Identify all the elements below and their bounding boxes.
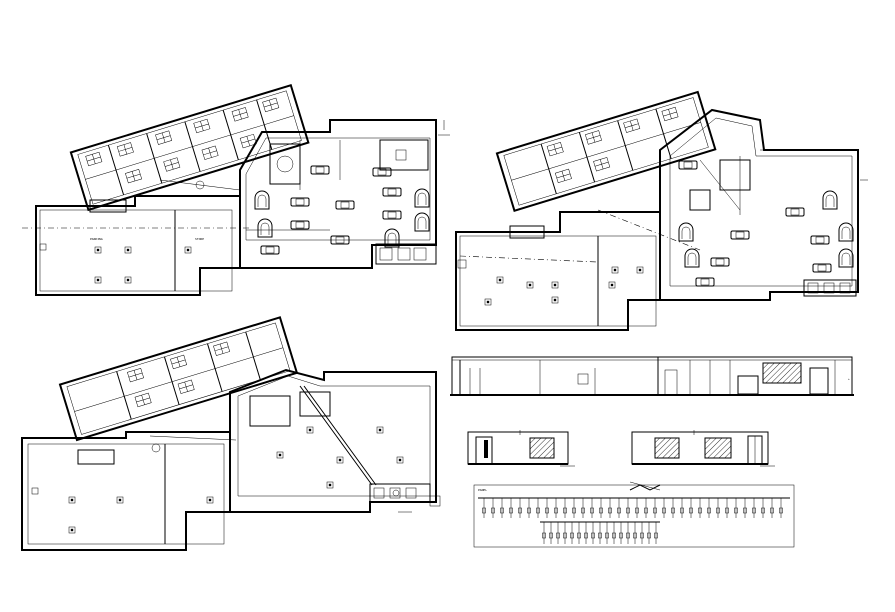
svg-text:PARKING: PARKING: [90, 237, 103, 241]
breaker-symbol: [572, 507, 576, 514]
breaker-symbol: [545, 507, 549, 514]
svg-text:+: +: [848, 377, 850, 381]
breaker-symbol: [542, 532, 546, 539]
breaker-symbol: [591, 532, 595, 539]
breaker-symbol: [527, 507, 531, 514]
breaker-symbol: [577, 532, 581, 539]
floor-plan-top-left: PARKING STORE: [22, 83, 450, 296]
breaker-symbol: [536, 507, 540, 514]
elevation-detail-right: [631, 430, 775, 467]
breaker-symbol: [608, 507, 612, 514]
breaker-symbol: [761, 507, 765, 514]
breaker-symbol: [590, 507, 594, 514]
floor-plan-top-right: [455, 90, 868, 331]
breaker-symbol: [653, 507, 657, 514]
section-elevation: +: [450, 356, 854, 396]
elevation-detail-left: [467, 430, 575, 467]
breaker-symbol: [599, 507, 603, 514]
breaker-symbol: [491, 507, 495, 514]
breaker-symbol: [563, 507, 567, 514]
breaker-symbol: [671, 507, 675, 514]
floor-plan-bottom-left: [21, 316, 441, 551]
breaker-symbol: [752, 507, 756, 514]
breaker-symbol: [779, 507, 783, 514]
breaker-symbol: [570, 532, 574, 539]
breaker-symbol: [707, 507, 711, 514]
breaker-symbol: [619, 532, 623, 539]
breaker-symbol: [584, 532, 588, 539]
breaker-symbol: [581, 507, 585, 514]
breaker-symbol: [626, 532, 630, 539]
breaker-symbol: [654, 532, 658, 539]
breaker-symbol: [743, 507, 747, 514]
breaker-symbol: [680, 507, 684, 514]
breaker-symbol: [734, 507, 738, 514]
breaker-symbol: [482, 507, 486, 514]
breaker-symbol: [633, 532, 637, 539]
breaker-symbol: [509, 507, 513, 514]
breaker-symbol: [554, 507, 558, 514]
breaker-symbol: [770, 507, 774, 514]
breaker-symbol: [617, 507, 621, 514]
breaker-symbol: [598, 532, 602, 539]
breaker-symbol: [698, 507, 702, 514]
breaker-symbol: [689, 507, 693, 514]
breaker-symbol: [605, 532, 609, 539]
breaker-symbol: [662, 507, 666, 514]
electrical-schedule: PANEL: [473, 481, 795, 548]
breaker-symbol: [725, 507, 729, 514]
svg-text:STORE: STORE: [195, 237, 204, 241]
breaker-symbol: [500, 507, 504, 514]
breaker-symbol: [563, 532, 567, 539]
breaker-symbol: [626, 507, 630, 514]
breaker-symbol: [644, 507, 648, 514]
breaker-symbol: [549, 532, 553, 539]
breaker-symbol: [612, 532, 616, 539]
breaker-symbol: [518, 507, 522, 514]
breaker-symbol: [640, 532, 644, 539]
breaker-symbol: [635, 507, 639, 514]
breaker-symbol: [647, 532, 651, 539]
breaker-symbol: [556, 532, 560, 539]
svg-text:PANEL: PANEL: [478, 488, 487, 492]
breaker-symbol: [716, 507, 720, 514]
